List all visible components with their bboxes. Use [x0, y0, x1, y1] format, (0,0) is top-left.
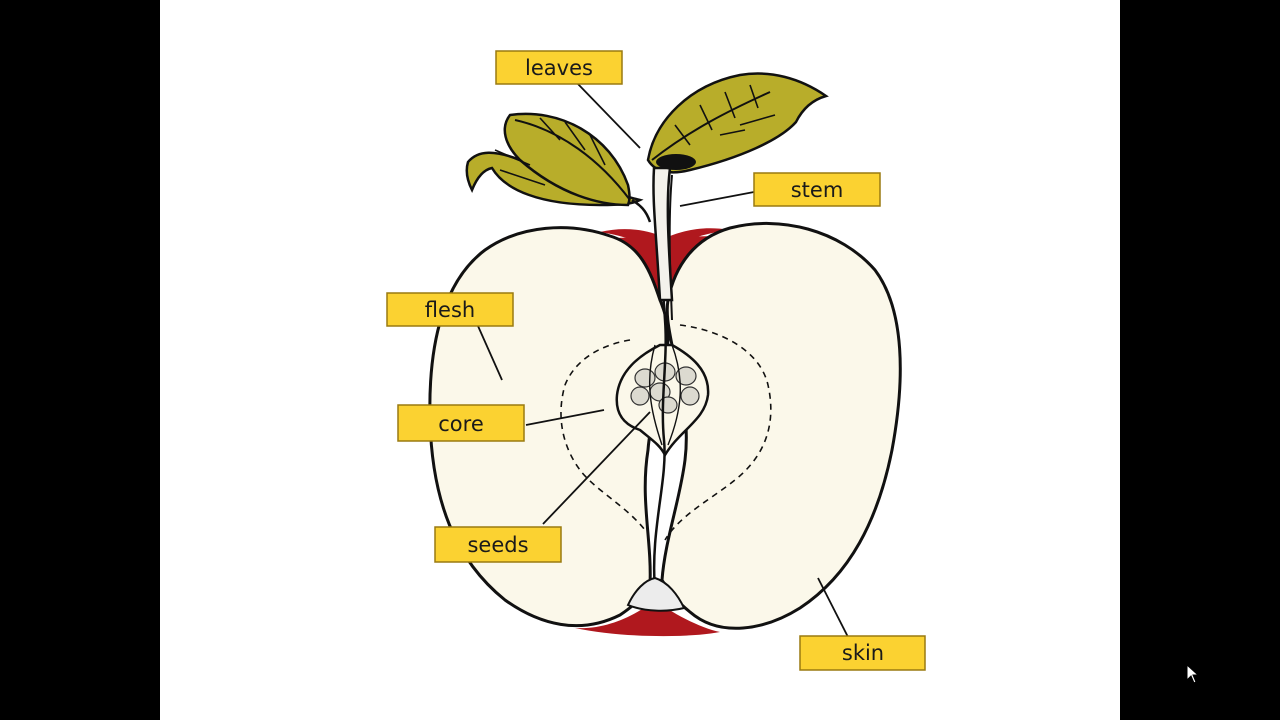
right-leaf	[646, 72, 829, 174]
label-core: core	[397, 404, 525, 442]
apple-body	[428, 154, 902, 637]
label-flesh: flesh	[386, 292, 514, 327]
label-flesh-text: flesh	[425, 298, 475, 322]
label-seeds: seeds	[434, 526, 562, 563]
right-flesh	[660, 221, 902, 630]
core-pointer	[525, 409, 605, 426]
label-seeds-text: seeds	[467, 533, 528, 557]
label-skin: skin	[799, 635, 926, 671]
stem-pointer	[679, 191, 755, 207]
label-leaves: leaves	[495, 50, 623, 85]
skin-bottom	[575, 600, 720, 637]
label-core-text: core	[438, 412, 484, 436]
calyx	[626, 576, 686, 612]
seeds-pointer	[542, 411, 651, 525]
stem	[652, 166, 674, 302]
leaves-pointer	[577, 83, 641, 149]
mouse-pointer-icon	[1186, 664, 1200, 684]
label-stem-text: stem	[791, 178, 844, 202]
flesh-pointer	[477, 325, 503, 381]
label-skin-text: skin	[842, 641, 884, 665]
label-leaves-text: leaves	[525, 56, 593, 80]
label-stem: stem	[753, 172, 881, 207]
pointer-lines	[477, 83, 849, 638]
leaves-illustration	[465, 72, 829, 223]
skin-pointer	[817, 577, 849, 638]
